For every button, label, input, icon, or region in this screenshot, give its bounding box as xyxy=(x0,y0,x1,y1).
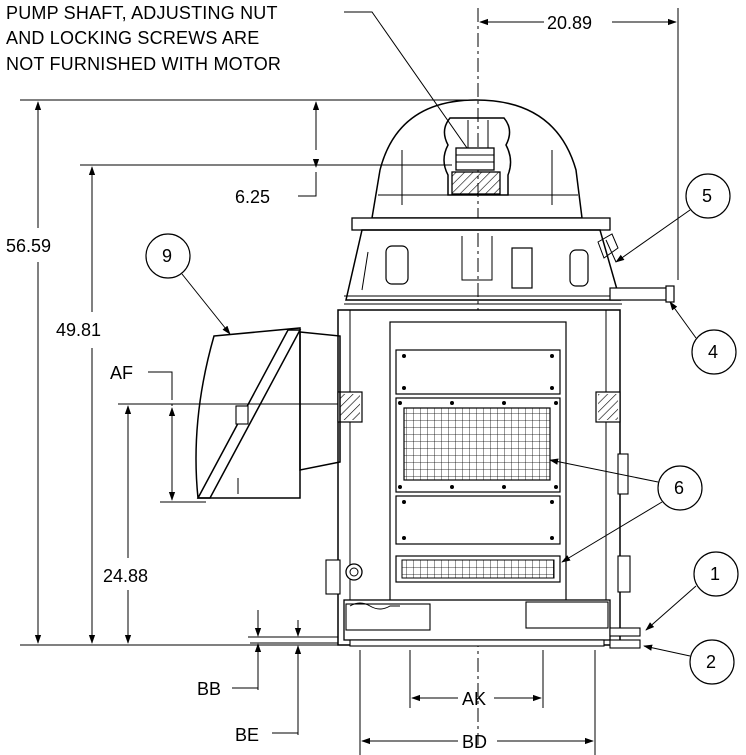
dim-bb: BB xyxy=(197,610,262,699)
callout-9-label: 9 xyxy=(162,246,172,266)
callout-1: 1 xyxy=(645,551,739,631)
dim-be-label: BE xyxy=(235,725,259,745)
dim-bd: BD xyxy=(359,650,596,755)
dim-ak-label: AK xyxy=(462,689,486,709)
callout-9: 9 xyxy=(145,233,231,335)
dim-ak: AK xyxy=(409,650,544,709)
dim-af-label: AF xyxy=(110,363,133,383)
note-line-1: PUMP SHAFT, ADJUSTING NUT xyxy=(6,3,278,23)
dim-be: BE xyxy=(235,620,302,745)
dim-49-81: 49.81 xyxy=(56,166,101,644)
note-leader xyxy=(344,11,475,159)
dim-56-59: 56.59 xyxy=(6,101,51,644)
dim-bb-label: BB xyxy=(197,679,221,699)
dim-6-25: 6.25 xyxy=(235,101,320,207)
dim-56-59-label: 56.59 xyxy=(6,236,51,256)
callout-6-label: 6 xyxy=(674,478,684,498)
dim-20-89-label: 20.89 xyxy=(547,13,592,33)
dim-20-89: 20.89 xyxy=(479,8,679,280)
callout-2: 2 xyxy=(643,639,735,685)
note-line-3: NOT FURNISHED WITH MOTOR xyxy=(6,54,281,74)
dim-24-88: 24.88 xyxy=(103,403,344,644)
dim-6-25-label: 6.25 xyxy=(235,187,270,207)
callout-2-label: 2 xyxy=(706,652,716,672)
note-line-2: AND LOCKING SCREWS ARE xyxy=(6,28,259,48)
callout-1-label: 1 xyxy=(710,564,720,584)
callout-5-label: 5 xyxy=(702,186,712,206)
callout-4: 4 xyxy=(669,301,737,375)
dim-24-88-label: 24.88 xyxy=(103,566,148,586)
callout-4-label: 4 xyxy=(708,342,718,362)
motor-body xyxy=(325,99,675,649)
dim-bd-label: BD xyxy=(462,732,487,752)
callout-6: 6 xyxy=(549,458,703,563)
callout-5: 5 xyxy=(615,173,731,263)
dim-af: AF xyxy=(110,363,206,503)
note-text: PUMP SHAFT, ADJUSTING NUT AND LOCKING SC… xyxy=(6,3,281,74)
terminal-box xyxy=(195,327,341,499)
dim-49-81-label: 49.81 xyxy=(56,320,101,340)
